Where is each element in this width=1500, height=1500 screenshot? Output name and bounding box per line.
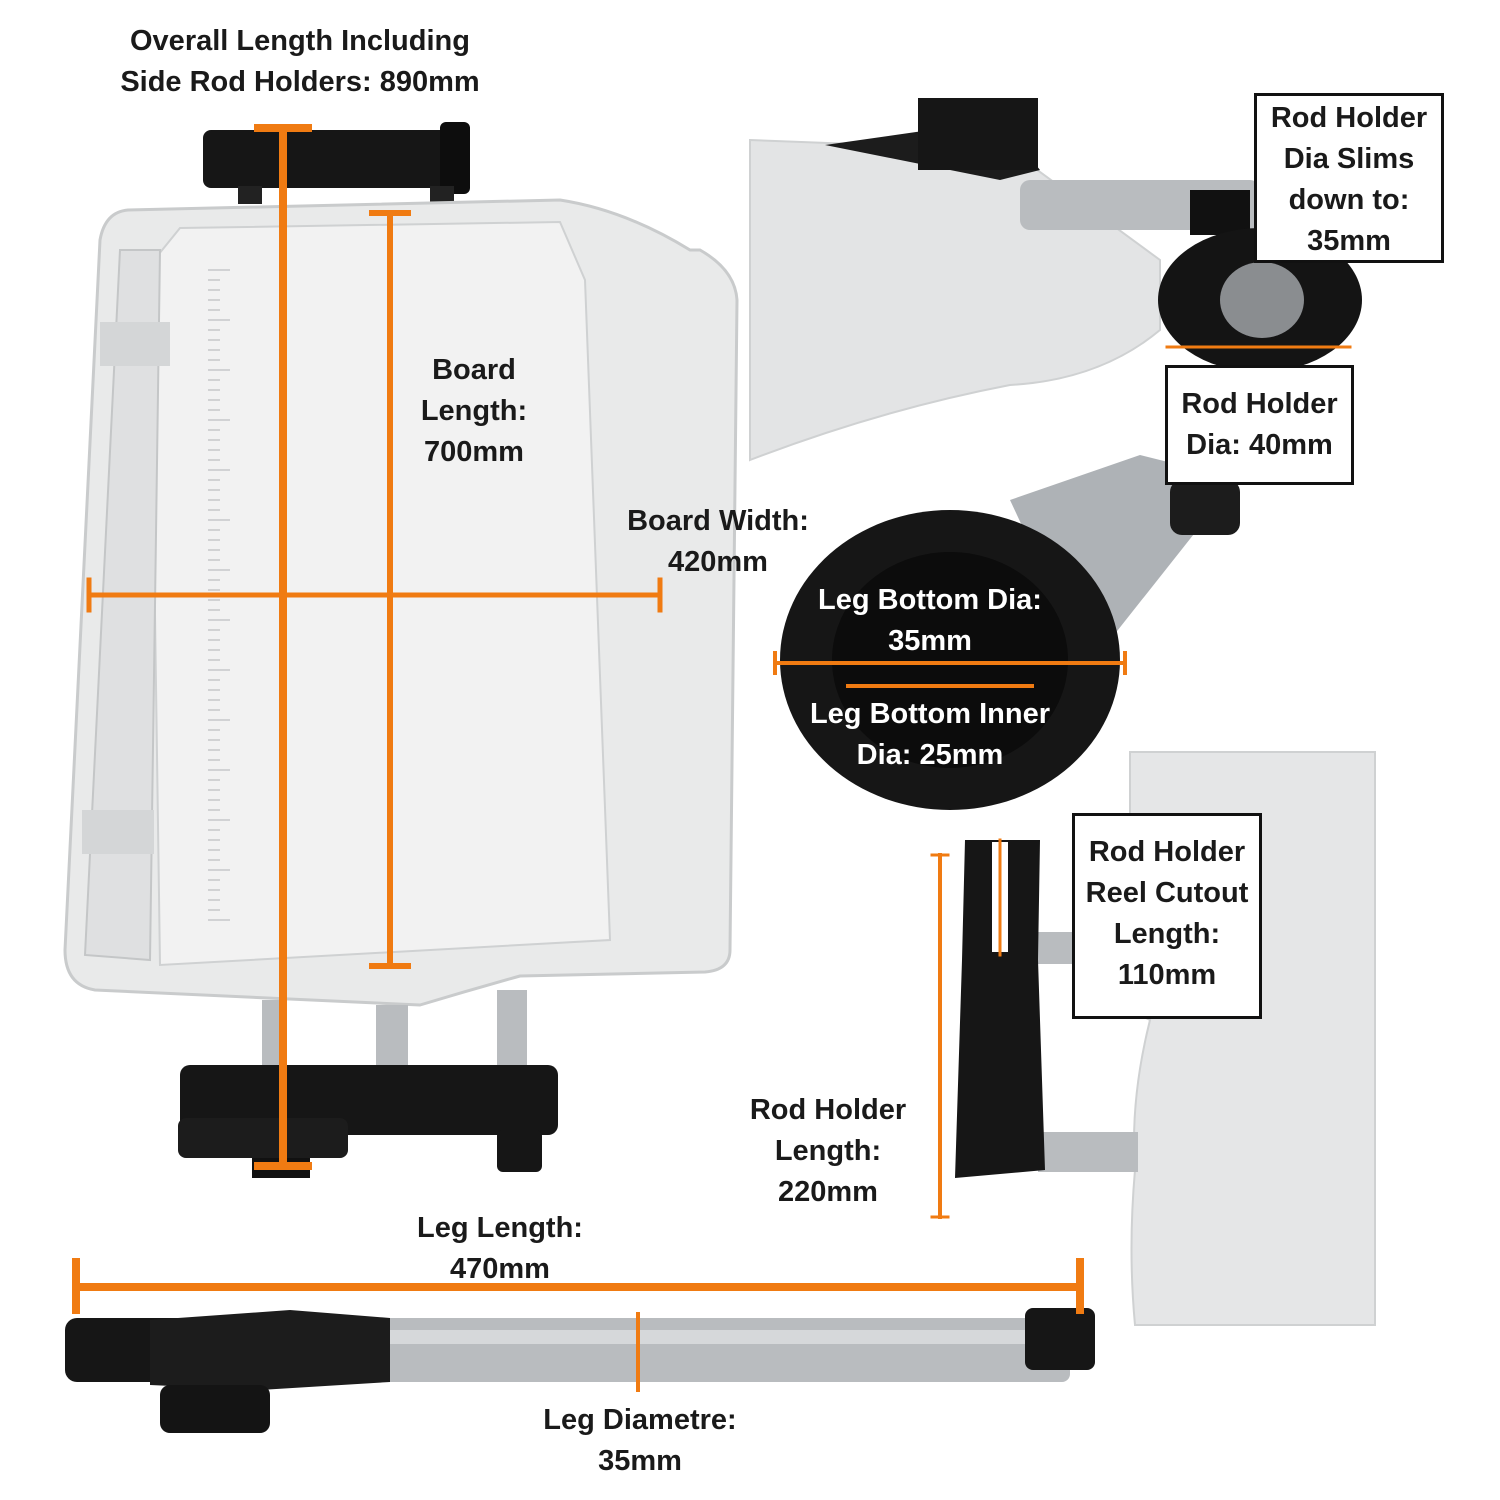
leg-length-label: Leg Length: 470mm xyxy=(417,1212,583,1285)
bait-board-photo xyxy=(63,122,739,1178)
leg-photo xyxy=(65,1308,1095,1433)
divider-upper xyxy=(100,322,170,366)
rod-holder-dia-label: Rod Holder Dia: 40mm xyxy=(1165,365,1354,485)
rod-holder-length-label: Rod Holder Length: 220mm xyxy=(749,1094,907,1208)
divider-lower xyxy=(82,810,154,854)
rod-holder-slim-label: Rod Holder Dia Slims down to: 35mm xyxy=(1254,93,1444,263)
ruler-marks xyxy=(208,269,230,921)
top-rod-holder xyxy=(203,122,470,204)
dimension-lines xyxy=(72,124,1352,1392)
reel-cutout-label: Rod Holder Reel Cutout Length: 110mm xyxy=(1072,813,1262,1019)
leg-bottom-dia-label: Leg Bottom Dia: 35mm xyxy=(818,584,1042,657)
bottom-rod-holder xyxy=(178,1065,558,1178)
leg-bottom-inner-label: Leg Bottom Inner Dia: 25mm xyxy=(809,698,1051,771)
leg-bottom-closeup-photo xyxy=(780,455,1240,810)
board-width-label: Board Width: 420mm xyxy=(627,505,809,578)
rod-holder-closeup-photo xyxy=(749,98,1362,462)
board-length-label: Board Length: 700mm xyxy=(420,354,528,468)
board-gutter xyxy=(83,249,162,962)
overall-length-label: Overall Length Including Side Rod Holder… xyxy=(120,25,480,98)
leg-diametre-label: Leg Diametre: 35mm xyxy=(543,1404,737,1477)
